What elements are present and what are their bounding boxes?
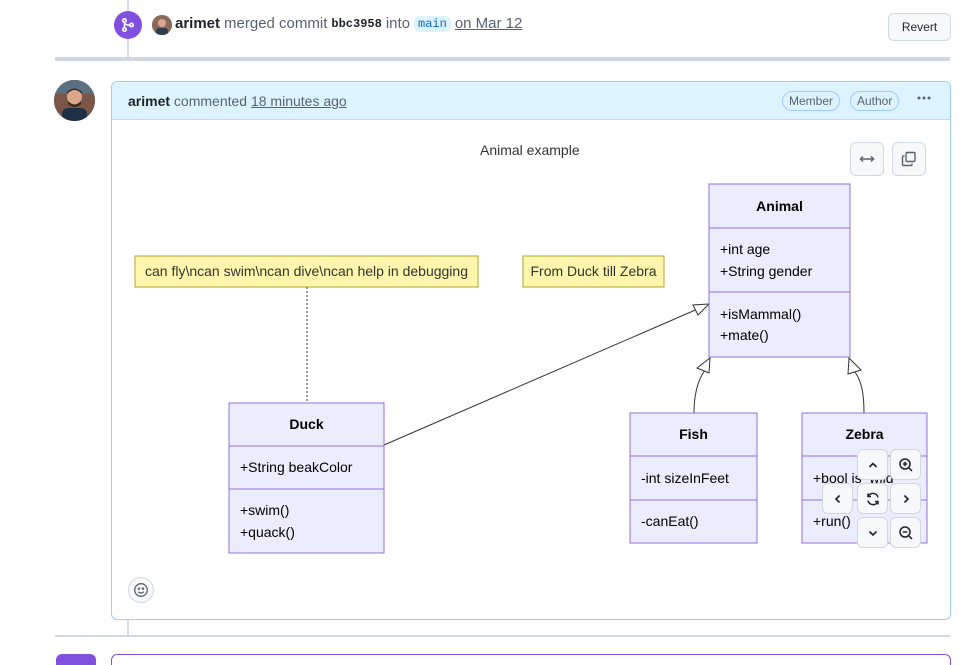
- commit-sha-link[interactable]: bbc3958: [331, 16, 382, 31]
- merge-user-link[interactable]: arimet: [175, 15, 221, 32]
- zoom-out-button[interactable]: [890, 517, 921, 548]
- reset-view-button[interactable]: [857, 483, 888, 514]
- zoom-in-button[interactable]: [890, 449, 921, 480]
- merge-date-link[interactable]: on Mar 12: [454, 15, 523, 32]
- avatar[interactable]: [152, 15, 172, 35]
- member-badge: Member: [782, 91, 841, 111]
- next-event-badge: [56, 654, 96, 665]
- pan-left-button[interactable]: [822, 483, 853, 514]
- pan-right-button[interactable]: [890, 483, 921, 514]
- comment-author-link[interactable]: arimet: [128, 93, 171, 109]
- comment-time-link[interactable]: 18 minutes ago: [250, 93, 347, 109]
- kebab-horizontal-icon[interactable]: [912, 90, 936, 112]
- comment-card: arimet commented 18 minutes ago Member A…: [111, 81, 951, 620]
- into-text: into: [385, 15, 410, 32]
- branch-label[interactable]: main: [414, 15, 451, 32]
- expand-button[interactable]: [850, 142, 884, 176]
- smiley-icon: [134, 583, 148, 597]
- author-badge: Author: [850, 91, 900, 111]
- next-comment-card: [111, 654, 951, 665]
- zoom-in-icon: [898, 457, 913, 472]
- chevron-right-icon: [903, 494, 909, 503]
- chevron-down-icon: [868, 530, 877, 536]
- timeline-divider-bottom: [55, 635, 950, 637]
- chevron-up-icon: [868, 461, 877, 468]
- merge-event-text: arimet merged commit bbc3958 into main o…: [175, 15, 522, 32]
- comment-meta: arimet commented 18 minutes ago: [128, 93, 347, 109]
- timeline-line-bottom: [127, 620, 129, 635]
- arrows-horizontal-icon: [859, 155, 875, 163]
- chevron-left-icon: [834, 494, 840, 503]
- comment-author-avatar[interactable]: [54, 80, 95, 121]
- copy-button[interactable]: [892, 142, 926, 176]
- copy-icon: [901, 151, 916, 167]
- revert-button[interactable]: Revert: [888, 13, 951, 41]
- add-reaction-button[interactable]: [128, 577, 154, 603]
- comment-header: arimet commented 18 minutes ago Member A…: [112, 82, 950, 120]
- timeline-divider: [55, 57, 950, 61]
- diagram-title: Animal example: [480, 142, 580, 158]
- pan-up-button[interactable]: [857, 449, 888, 480]
- zoom-out-icon: [898, 525, 913, 540]
- merge-icon: [114, 11, 142, 39]
- comment-action-text: commented: [173, 93, 248, 109]
- pan-down-button[interactable]: [857, 517, 888, 548]
- sync-icon: [866, 492, 879, 505]
- merge-action-text: merged commit: [224, 15, 328, 32]
